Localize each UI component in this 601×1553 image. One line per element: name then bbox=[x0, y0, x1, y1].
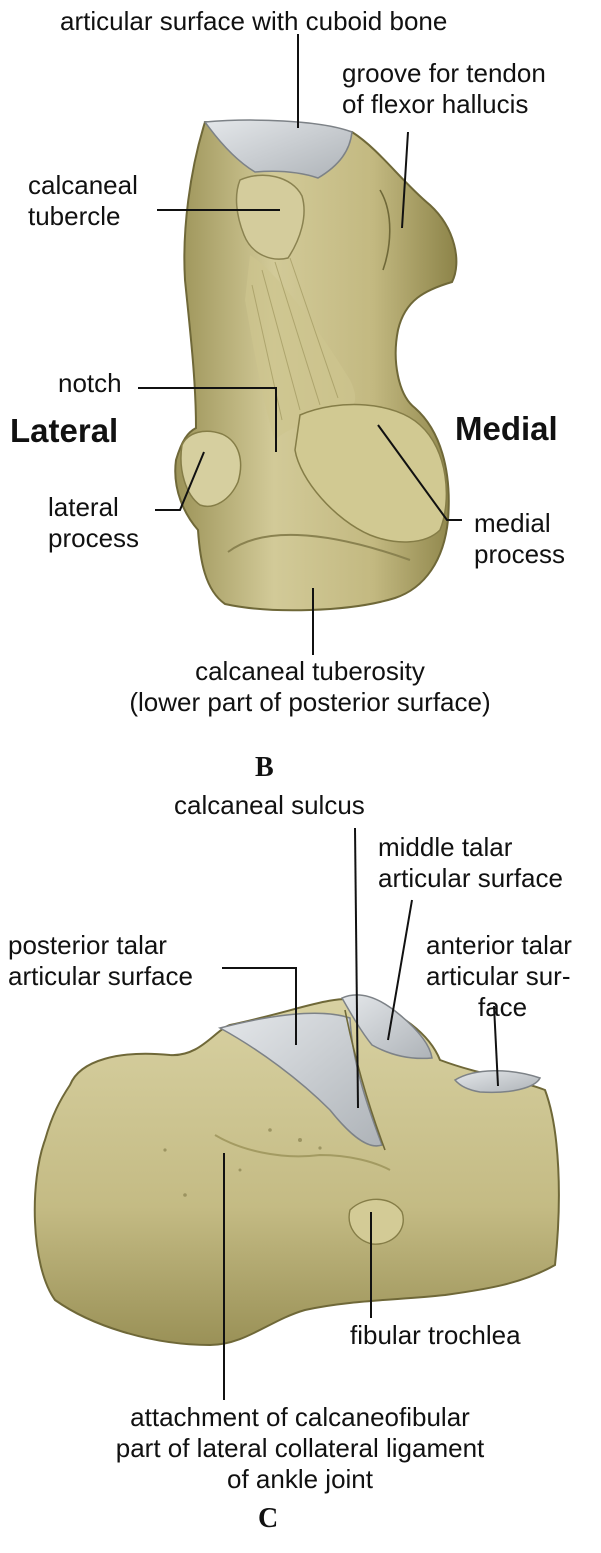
label-line: lateral bbox=[48, 492, 139, 523]
label-medial-side: Medial bbox=[455, 410, 558, 448]
label-line: face bbox=[426, 992, 572, 1023]
label-line: groove for tendon bbox=[342, 58, 546, 89]
calcaneus-posterior-view bbox=[175, 120, 456, 610]
label-line: part of lateral collateral ligament bbox=[20, 1433, 580, 1464]
label-calcaneal-tuberosity: calcaneal tuberosity (lower part of post… bbox=[60, 656, 560, 718]
label-medial-process: medial process bbox=[474, 508, 565, 570]
label-line: tubercle bbox=[28, 201, 138, 232]
label-line: process bbox=[474, 539, 565, 570]
label-posterior-talar-articular-surface: posterior talar articular surface bbox=[8, 930, 193, 992]
label-anterior-talar-articular-surface: anterior talar articular sur- face bbox=[426, 930, 572, 1023]
label-line: (lower part of posterior surface) bbox=[60, 687, 560, 718]
label-line: medial bbox=[474, 508, 565, 539]
label-line: anterior talar bbox=[426, 930, 572, 961]
label-line: calcaneal tuberosity bbox=[60, 656, 560, 687]
label-line: attachment of calcaneofibular bbox=[20, 1402, 580, 1433]
calcaneus-lateral-view bbox=[35, 995, 559, 1345]
label-line: articular surface bbox=[8, 961, 193, 992]
label-line: calcaneal bbox=[28, 170, 138, 201]
label-calcaneofibular-attachment: attachment of calcaneofibular part of la… bbox=[20, 1402, 580, 1495]
label-calcaneal-sulcus: calcaneal sulcus bbox=[174, 790, 365, 821]
label-notch: notch bbox=[58, 368, 122, 399]
label-middle-talar-articular-surface: middle talar articular surface bbox=[378, 832, 563, 894]
label-line: process bbox=[48, 523, 139, 554]
label-line: middle talar bbox=[378, 832, 563, 863]
label-line: posterior talar bbox=[8, 930, 193, 961]
label-line: of flexor hallucis bbox=[342, 89, 546, 120]
label-calcaneal-tubercle: calcaneal tubercle bbox=[28, 170, 138, 232]
label-line: articular sur- bbox=[426, 961, 572, 992]
figure-letter-c: C bbox=[258, 1503, 278, 1535]
figure-letter-b: B bbox=[255, 752, 274, 784]
label-line: articular surface bbox=[378, 863, 563, 894]
label-fibular-trochlea: fibular trochlea bbox=[350, 1320, 521, 1351]
label-line: of ankle joint bbox=[20, 1464, 580, 1495]
label-lateral-process: lateral process bbox=[48, 492, 139, 554]
label-lateral-side: Lateral bbox=[10, 412, 118, 450]
label-cuboid-articular-surface: articular surface with cuboid bone bbox=[60, 6, 447, 37]
label-groove-flexor-hallucis: groove for tendon of flexor hallucis bbox=[342, 58, 546, 120]
